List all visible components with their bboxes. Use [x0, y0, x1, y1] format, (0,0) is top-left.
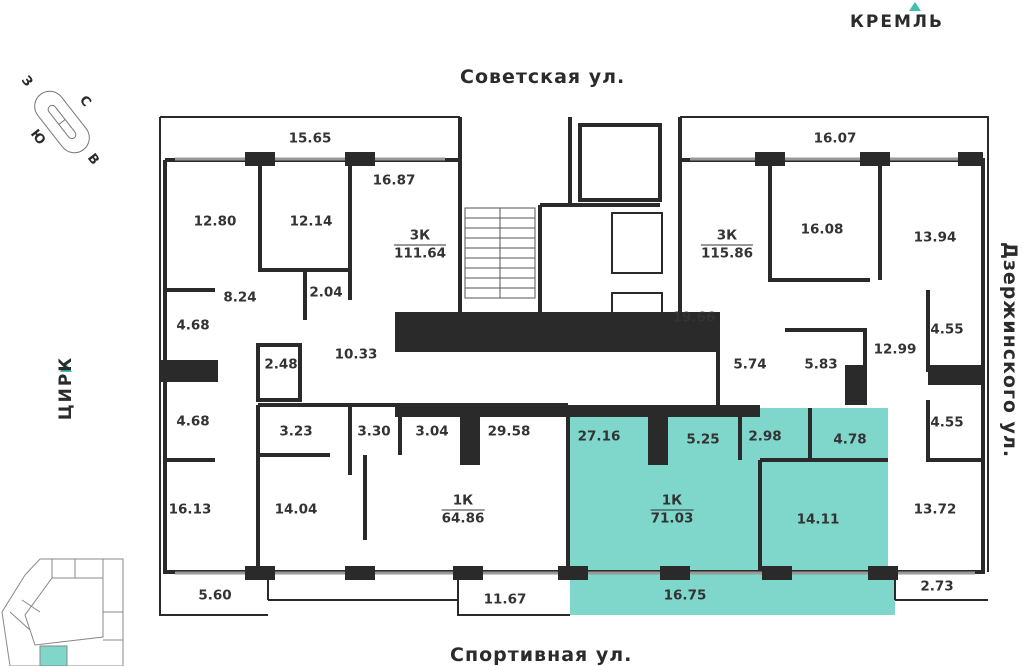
- room-area-label: 4.78: [833, 431, 867, 448]
- room-area-label: 13.94: [913, 229, 957, 246]
- apartment-area: 115.86: [700, 245, 754, 262]
- room-area-label: 16.13: [168, 501, 212, 518]
- room-area-label: 3.04: [415, 423, 449, 440]
- room-area-label: 14.04: [274, 501, 318, 518]
- room-area-label: 15.65: [288, 130, 332, 147]
- apartment-area: 64.86: [441, 510, 485, 527]
- key-plan-minimap: [1, 558, 124, 666]
- room-area-label: 3.30: [357, 423, 391, 440]
- room-area-label: 14.11: [796, 511, 840, 528]
- compass-icon: [34, 90, 90, 154]
- windows: [175, 157, 975, 575]
- apartment-type: 3К: [393, 228, 447, 246]
- apartment-type: 1К: [650, 493, 694, 511]
- room-area-label: 12.80: [193, 213, 237, 230]
- room-area-label: 4.55: [930, 414, 964, 431]
- room-area-label: 12.99: [873, 341, 917, 358]
- apartment-type: 1К: [441, 493, 485, 511]
- room-area-label: 10.33: [334, 346, 378, 363]
- staircase: [464, 207, 536, 299]
- room-area-label: 4.68: [176, 317, 210, 334]
- room-area-label: 4.55: [930, 321, 964, 338]
- room-area-label: 16.07: [813, 130, 857, 147]
- room-area-label: 4.68: [176, 413, 210, 430]
- street-label-north: Советская ул.: [460, 66, 626, 88]
- street-label-south: Спортивная ул.: [450, 644, 633, 666]
- room-area-label: 2.73: [920, 578, 954, 595]
- room-area-label: 12.14: [289, 213, 333, 230]
- landmark-kremlin: КРЕМЛЬ: [850, 12, 944, 32]
- room-area-label: 2.98: [748, 428, 782, 445]
- circus-marker-icon: [60, 363, 72, 372]
- room-area-label: 16.75: [663, 587, 707, 604]
- room-area-label: 5.83: [804, 356, 838, 373]
- apartment-type: 3К: [700, 228, 754, 246]
- room-area-label: 11.67: [483, 591, 527, 608]
- room-area-label: 16.87: [372, 172, 416, 189]
- outer-outline: [159, 116, 989, 616]
- street-label-east: Дзержинского ул.: [999, 241, 1021, 459]
- room-area-label: 29.58: [487, 423, 531, 440]
- kremlin-marker-icon: [909, 2, 921, 11]
- room-area-label: 2.48: [264, 356, 298, 373]
- apartment-area: 71.03: [650, 510, 694, 527]
- room-area-label: 5.60: [198, 587, 232, 604]
- room-area-label: 2.04: [309, 284, 343, 301]
- apartment-area: 111.64: [393, 245, 447, 262]
- room-area-label: 19.66: [672, 309, 716, 326]
- room-area-label: 16.08: [800, 221, 844, 238]
- wall-blocks: [160, 152, 983, 580]
- room-area-label: 8.24: [223, 289, 257, 306]
- room-area-label: 5.25: [686, 431, 720, 448]
- room-area-label: 27.16: [577, 428, 621, 445]
- room-area-label: 3.23: [279, 423, 313, 440]
- landmark-circus: ЦИРК: [56, 355, 76, 421]
- room-area-label: 13.72: [913, 501, 957, 518]
- room-area-label: 5.74: [733, 356, 767, 373]
